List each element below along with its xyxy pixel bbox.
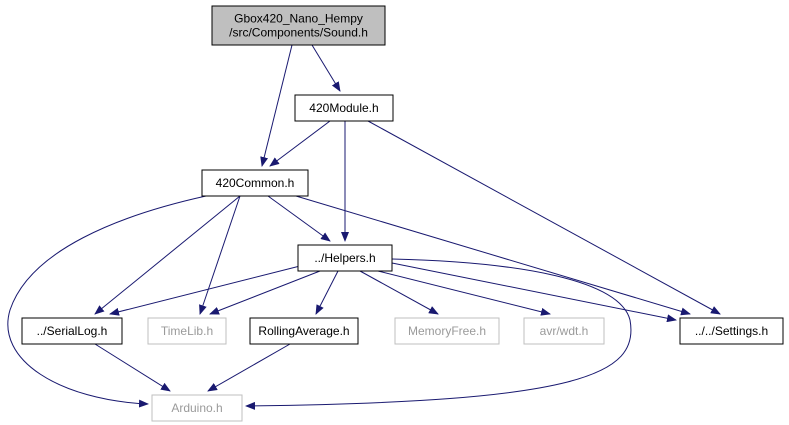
edge-common-helpers [267, 195, 331, 242]
node-memfree: MemoryFree.h [394, 317, 500, 345]
edge-common-arduino [7, 195, 207, 408]
node-arduino: Arduino.h [151, 394, 243, 422]
node-box-timelib [147, 317, 227, 345]
node-helpers[interactable]: ../Helpers.h [297, 244, 393, 272]
node-label-wdt: avr/wdt.h [540, 324, 589, 338]
node-label-seriallog: ../SerialLog.h [37, 324, 108, 338]
edge-common-seriallog [94, 195, 241, 315]
edge-helpers-arduino [245, 258, 632, 410]
edges [7, 44, 721, 410]
edge-module-common [269, 120, 331, 167]
edge-helpers-wdt [377, 270, 551, 316]
node-label-arduino: Arduino.h [171, 401, 222, 415]
node-box-sound [211, 5, 386, 46]
edge-common-settings [295, 195, 691, 316]
node-box-rolling [249, 317, 359, 345]
edge-seriallog-arduino [94, 343, 171, 392]
node-box-arduino [151, 394, 243, 422]
node-label-module: 420Module.h [309, 101, 378, 115]
node-label-rolling: RollingAverage.h [258, 324, 349, 338]
edge-sound-common [260, 44, 293, 167]
node-sound[interactable]: Gbox420_Nano_Hempy/src/Components/Sound.… [211, 5, 386, 46]
edge-sound-module [311, 44, 341, 92]
node-label-sound: Gbox420_Nano_Hempy [234, 12, 363, 26]
edge-helpers-rolling [315, 270, 339, 315]
node-label-sound: /src/Components/Sound.h [229, 26, 368, 40]
node-box-memfree [394, 317, 500, 345]
node-box-settings [679, 317, 784, 345]
nodes: Gbox420_Nano_Hempy/src/Components/Sound.… [21, 5, 784, 422]
node-wdt: avr/wdt.h [523, 317, 605, 345]
edge-module-settings [367, 120, 721, 315]
node-label-memfree: MemoryFree.h [408, 324, 486, 338]
node-box-module [294, 94, 394, 122]
node-label-timelib: TimeLib.h [161, 324, 213, 338]
node-box-helpers [297, 244, 393, 272]
node-box-seriallog [21, 317, 123, 345]
edge-helpers-timelib [209, 270, 321, 315]
node-settings[interactable]: ../../Settings.h [679, 317, 784, 345]
edge-common-timelib [199, 195, 241, 315]
edge-helpers-seriallog [109, 265, 301, 316]
node-box-common [201, 169, 309, 197]
node-common[interactable]: 420Common.h [201, 169, 309, 197]
edge-rolling-arduino [207, 343, 291, 392]
node-module[interactable]: 420Module.h [294, 94, 394, 122]
node-rolling[interactable]: RollingAverage.h [249, 317, 359, 345]
node-timelib: TimeLib.h [147, 317, 227, 345]
node-box-wdt [523, 317, 605, 345]
node-label-helpers: ../Helpers.h [314, 251, 375, 265]
node-label-common: 420Common.h [216, 176, 295, 190]
node-seriallog[interactable]: ../SerialLog.h [21, 317, 123, 345]
edge-helpers-memfree [359, 270, 439, 315]
node-label-settings: ../../Settings.h [695, 324, 768, 338]
edge-helpers-settings [391, 262, 677, 323]
